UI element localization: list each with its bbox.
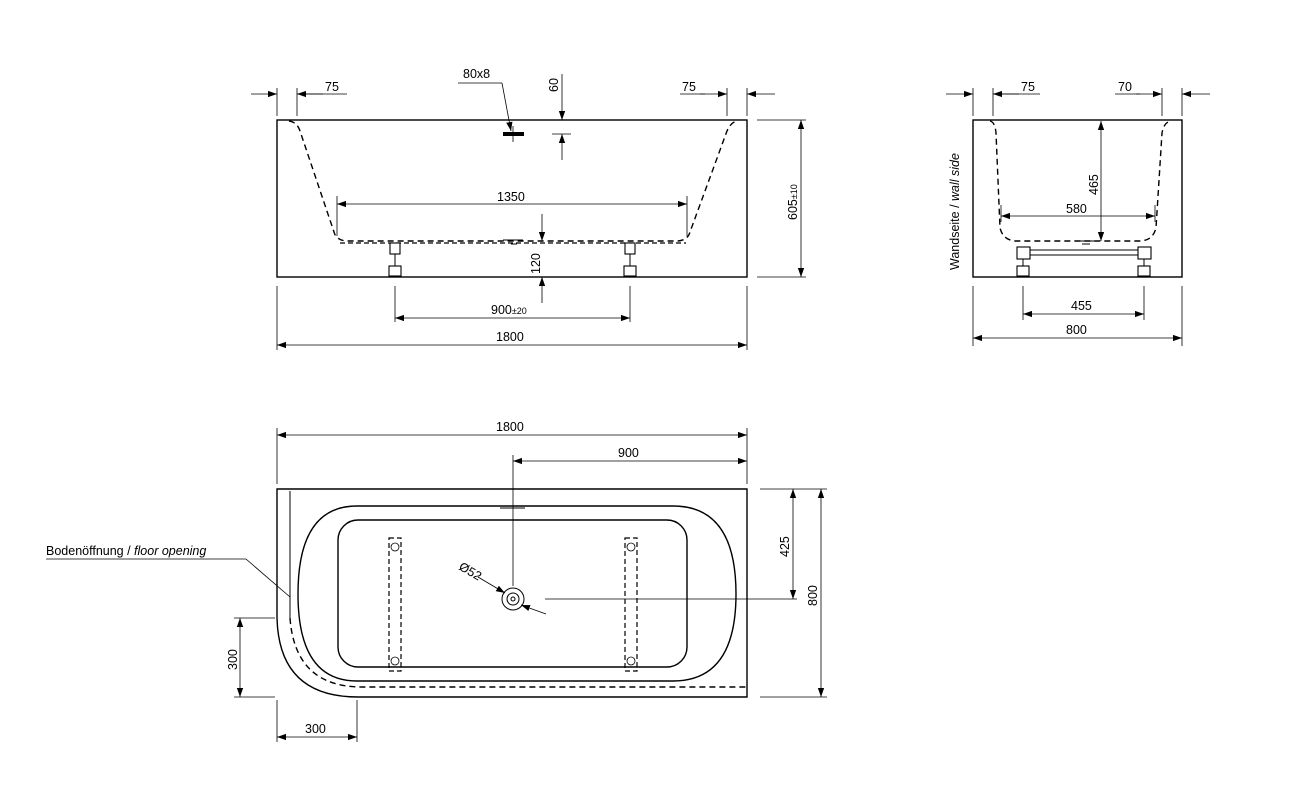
top-drain xyxy=(501,587,525,611)
side-tub-contour xyxy=(989,120,1172,242)
front-foot-right xyxy=(623,242,637,277)
dim-top-length: 1800 xyxy=(496,420,524,434)
side-panel-outline xyxy=(972,119,1183,278)
dim-half-length: 900 xyxy=(618,446,639,460)
dim-front-rim-right: 75 xyxy=(682,80,696,94)
side-foot-right xyxy=(1137,246,1152,277)
dim-top-width: 800 xyxy=(806,585,820,606)
top-foot-left xyxy=(388,537,402,672)
dim-inner-length: 1350 xyxy=(497,190,525,204)
top-basin xyxy=(337,519,688,668)
top-outline xyxy=(276,488,748,698)
dim-side-feet: 455 xyxy=(1071,299,1092,313)
front-panel-outline xyxy=(276,119,748,278)
front-tub-contour xyxy=(288,120,738,242)
floor-opening-label: Bodenöffnung / floor opening xyxy=(46,544,206,558)
side-foot-left xyxy=(1016,246,1031,277)
dim-inner-width: 580 xyxy=(1066,202,1087,216)
front-foot-left xyxy=(388,242,402,277)
dim-overflow-size: 80x8 xyxy=(463,67,490,81)
dim-drain-diameter: Ø52 xyxy=(457,559,485,583)
dim-feet-distance: 900±20 xyxy=(491,303,527,317)
dim-drain-height: 120 xyxy=(529,253,543,274)
top-foot-right xyxy=(624,537,638,672)
overflow-opening xyxy=(503,132,524,136)
wall-side-label: Wandseite / wall side xyxy=(948,153,962,270)
front-view: 75 75 80x8 60 1350 120 605±10 900±20 180… xyxy=(251,67,806,350)
dim-overflow-height: 60 xyxy=(547,78,561,92)
front-drain xyxy=(503,239,523,245)
dim-corner-height: 300 xyxy=(226,649,240,670)
dim-side-width: 800 xyxy=(1066,323,1087,337)
floor-opening-contour xyxy=(289,617,747,688)
dim-height: 605±10 xyxy=(786,184,800,220)
dim-side-rim-right: 70 xyxy=(1118,80,1132,94)
dim-front-rim-left: 75 xyxy=(325,80,339,94)
dim-side-rim-left: 75 xyxy=(1021,80,1035,94)
side-view: 75 70 465 580 455 800 Wandseite / wall s… xyxy=(946,80,1210,346)
dim-front-length: 1800 xyxy=(496,330,524,344)
top-view: 1800 900 425 800 Ø52 300 300 Bodenöffnun… xyxy=(46,420,827,742)
dim-depth: 465 xyxy=(1087,174,1101,195)
top-rim xyxy=(297,505,737,682)
dim-corner-width: 300 xyxy=(305,722,326,736)
dim-drain-offset: 425 xyxy=(778,536,792,557)
